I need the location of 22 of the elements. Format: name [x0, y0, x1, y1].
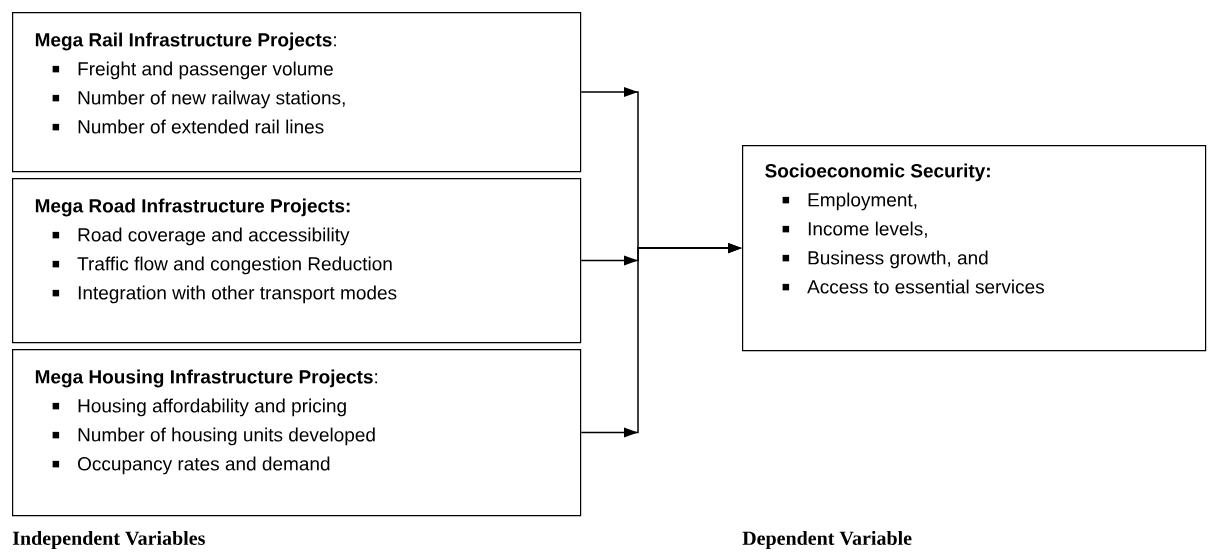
- text-box: [742, 145, 1207, 352]
- bullet-item: Integration with other transport modes: [52, 285, 397, 304]
- bullet-item: Traffic flow and congestion Reduction: [52, 256, 392, 275]
- bullet-item: Freight and passenger volume: [52, 61, 333, 80]
- caption: Dependent Variable: [742, 530, 912, 550]
- text-box: [12, 349, 582, 517]
- text-box: [12, 12, 582, 173]
- bullet-item: Housing affordability and pricing: [52, 398, 346, 417]
- heading: Socioeconomic Security:: [765, 163, 990, 182]
- bullet-item: Occupancy rates and demand: [52, 456, 330, 475]
- bullet-item: Access to essential services: [782, 279, 1044, 294]
- bullet-item: Number of new railway stations,: [52, 90, 345, 109]
- bullet-item: Road coverage and accessibility: [52, 227, 350, 246]
- heading: Mega Housing Infrastructure Projects:: [35, 369, 378, 388]
- bullet-item: Income levels,: [782, 221, 927, 238]
- heading: Mega Road Infrastructure Projects:: [35, 198, 350, 217]
- bullet-item: Number of housing units developed: [52, 427, 375, 446]
- text-box: [12, 178, 582, 344]
- bullet-item: Business growth, and: [782, 250, 988, 269]
- bullet-item: Number of extended rail lines: [52, 119, 324, 134]
- bullet-item: Employment,: [782, 192, 917, 211]
- heading: Mega Rail Infrastructure Projects:: [35, 32, 336, 51]
